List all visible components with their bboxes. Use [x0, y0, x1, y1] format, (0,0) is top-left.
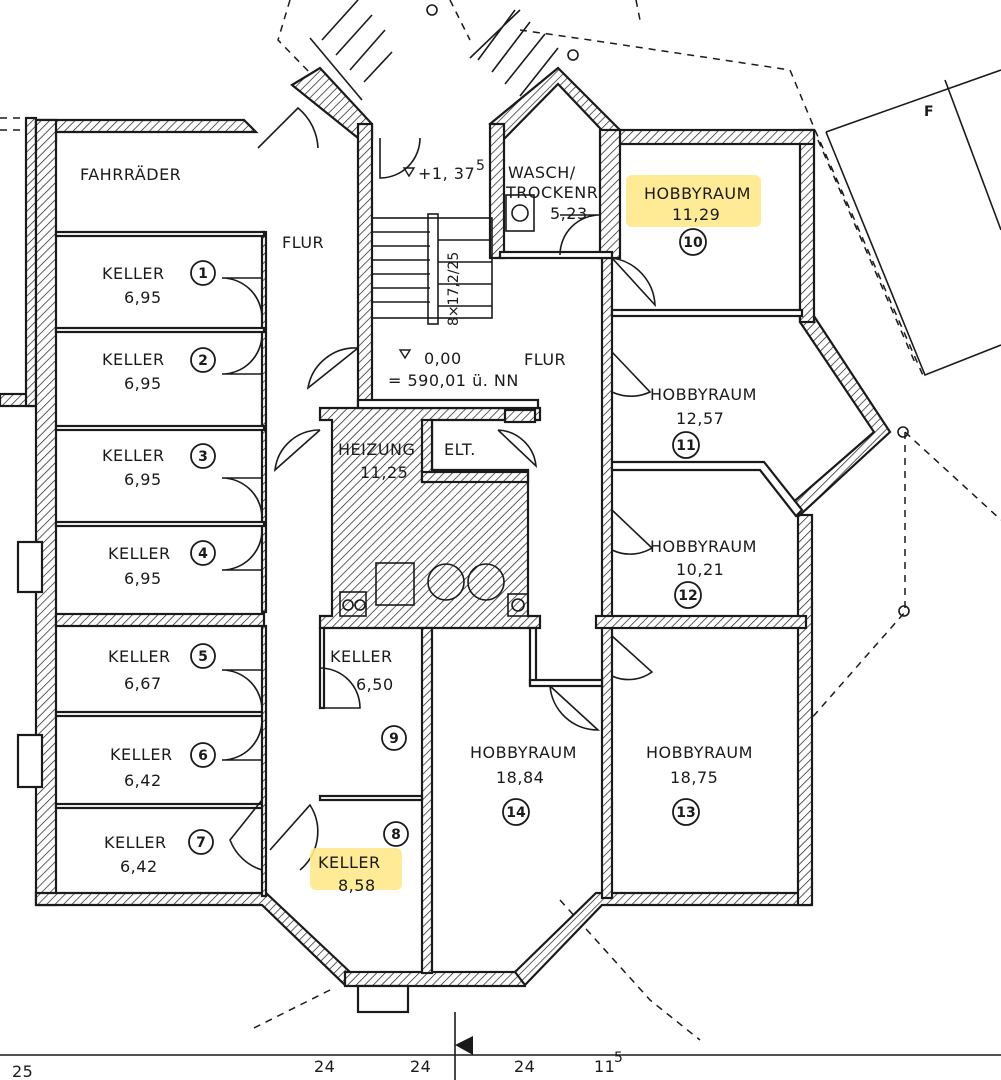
level-elevation: = 590,01 ü. NN — [388, 371, 519, 390]
keller-8-number-circle — [383, 821, 409, 847]
level-upper-sup: 5 — [476, 158, 485, 174]
hobby-13-number: 13 — [676, 805, 695, 821]
wasch-name-2: TROCKENR. — [505, 183, 603, 202]
heizung-area: 11,25 — [360, 463, 408, 482]
neighbour-wall-vertical — [24, 116, 38, 408]
level-triangle-floor — [398, 349, 412, 360]
keller-1-area: 6,95 — [124, 288, 162, 307]
level-floor: 0,00 — [424, 349, 462, 368]
keller-5-name: KELLER — [108, 647, 171, 666]
keller-1-number: 1 — [198, 266, 208, 282]
hobby-13-number-circle — [672, 798, 700, 826]
keller-3-area: 6,95 — [124, 470, 162, 489]
keller-5-area: 6,67 — [124, 674, 162, 693]
keller-7-number-circle — [188, 829, 214, 855]
keller-9-number: 9 — [389, 731, 399, 747]
hobby-11-number: 11 — [676, 438, 695, 454]
keller-5-number: 5 — [198, 649, 208, 665]
hobby-12-area: 10,21 — [676, 560, 724, 579]
heizung-name: HEIZUNG — [338, 440, 415, 459]
keller-4-number-circle — [190, 540, 216, 566]
keller-8-area: 8,58 — [338, 876, 376, 895]
dimension-5-sup: 5 — [614, 1050, 623, 1066]
keller-4-name: KELLER — [108, 544, 171, 563]
hobby-13-area: 18,75 — [670, 768, 718, 787]
level-upper: +1, 37 — [418, 164, 475, 183]
dimension-5: 11 — [594, 1057, 615, 1076]
keller-2-name: KELLER — [102, 350, 165, 369]
stair-spec: 8×17,2/25 — [446, 252, 462, 326]
hobby-10-area: 11,29 — [672, 205, 720, 224]
dimension-2: 24 — [314, 1057, 335, 1076]
wasch-area: 5,23 — [550, 204, 588, 223]
keller-3-number-circle — [190, 443, 216, 469]
room-fahrraeder-label: FAHRRÄDER — [80, 165, 181, 184]
stairs — [309, 0, 559, 325]
hobby-11-number-circle — [672, 431, 700, 459]
outer-walls — [16, 66, 892, 1014]
highlight-keller-8 — [310, 848, 402, 890]
hobby-14-number: 14 — [506, 805, 526, 821]
hobby-10-number-circle — [679, 228, 707, 256]
keller-3-name: KELLER — [102, 446, 165, 465]
keller-7-name: KELLER — [104, 833, 167, 852]
dimension-1: 25 — [12, 1062, 33, 1080]
fixtures — [339, 194, 537, 617]
exterior-label: F — [924, 104, 934, 120]
keller-4-number: 4 — [198, 546, 208, 562]
level-triangle-upper — [402, 167, 416, 178]
hobby-14-number-circle — [502, 798, 530, 826]
highlight-hobby-10 — [626, 175, 761, 227]
keller-4-area: 6,95 — [124, 569, 162, 588]
hobby-10-name: HOBBYRAUM — [644, 184, 751, 203]
keller-2-number-circle — [190, 347, 216, 373]
dimension-labels: 25 24 24 24 11 5 — [12, 1050, 623, 1080]
keller-1-name: KELLER — [102, 264, 165, 283]
keller-8-name: KELLER — [318, 853, 381, 872]
doors — [221, 106, 656, 871]
hobby-14-area: 18,84 — [496, 768, 544, 787]
keller-6-area: 6,42 — [124, 771, 162, 790]
keller-7-area: 6,42 — [120, 857, 158, 876]
keller-6-name: KELLER — [110, 745, 173, 764]
keller-9-area: 6,50 — [356, 675, 394, 694]
hobby-12-number-circle — [674, 581, 702, 609]
hobby-11-name: HOBBYRAUM — [650, 385, 757, 404]
keller-8-number: 8 — [391, 827, 401, 843]
keller-9-number-circle — [381, 725, 407, 751]
dimension-3: 24 — [410, 1057, 431, 1076]
hobby-12-name: HOBBYRAUM — [650, 537, 757, 556]
hobby-13-name: HOBBYRAUM — [646, 743, 753, 762]
hobby-10-number: 10 — [683, 235, 703, 251]
hobby-14-name: HOBBYRAUM — [470, 743, 577, 762]
interior-walls — [54, 230, 808, 975]
keller-2-area: 6,95 — [124, 374, 162, 393]
elt-name: ELT. — [444, 440, 476, 459]
keller-6-number-circle — [190, 742, 216, 768]
keller-9-name: KELLER — [330, 647, 393, 666]
room-labels: FAHRRÄDER FLUR KELLER 6,95 1 KELLER 6,95… — [80, 163, 757, 895]
keller-1-number-circle — [190, 260, 216, 286]
keller-7-number: 7 — [196, 835, 206, 851]
room-flur-center-label: FLUR — [524, 350, 566, 369]
room-flur-left-label: FLUR — [282, 233, 324, 252]
level-marks: +1, 37 5 0,00 = 590,01 ü. NN 8×17,2/25 — [388, 158, 519, 390]
hobby-11-area: 12,57 — [676, 409, 724, 428]
hobby-12-number: 12 — [678, 588, 697, 604]
wasch-name: WASCH/ — [508, 163, 576, 182]
keller-2-number: 2 — [198, 353, 208, 369]
keller-3-number: 3 — [198, 449, 208, 465]
dimension-4: 24 — [514, 1057, 535, 1076]
keller-6-number: 6 — [198, 748, 208, 764]
keller-5-number-circle — [190, 643, 216, 669]
